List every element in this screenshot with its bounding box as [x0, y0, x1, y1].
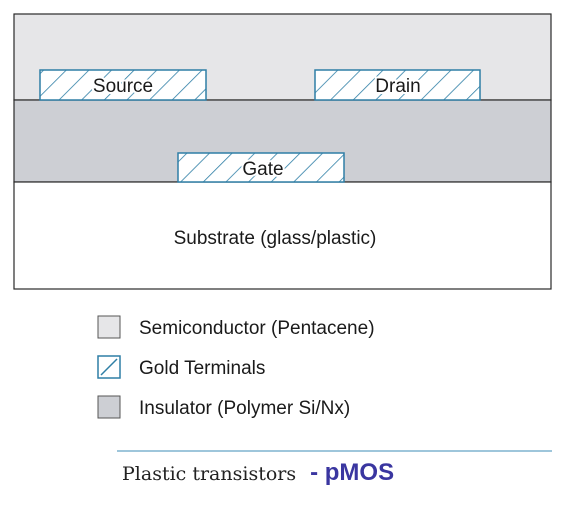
legend-swatch-insulator [97, 395, 121, 419]
caption: Plastic transistors - pMOS [122, 459, 394, 486]
substrate-label: Substrate (glass/plastic) [174, 228, 377, 249]
legend-label-insulator: Insulator (Polymer Si/Nx) [139, 398, 350, 419]
legend-label-gold-terminals: Gold Terminals [139, 358, 265, 379]
caption-text: Plastic transistors [122, 463, 296, 485]
caption-accent: - pMOS [310, 459, 394, 486]
legend-label-semiconductor: Semiconductor (Pentacene) [139, 318, 375, 339]
source-label: Source [93, 76, 153, 97]
legend-hatch-line [100, 358, 118, 376]
gate-label: Gate [242, 159, 283, 180]
gate-terminal [177, 152, 345, 183]
legend-swatch-semiconductor [97, 315, 121, 339]
drain-label: Drain [375, 76, 420, 97]
source-terminal [39, 69, 207, 101]
drain-terminal [314, 69, 481, 101]
